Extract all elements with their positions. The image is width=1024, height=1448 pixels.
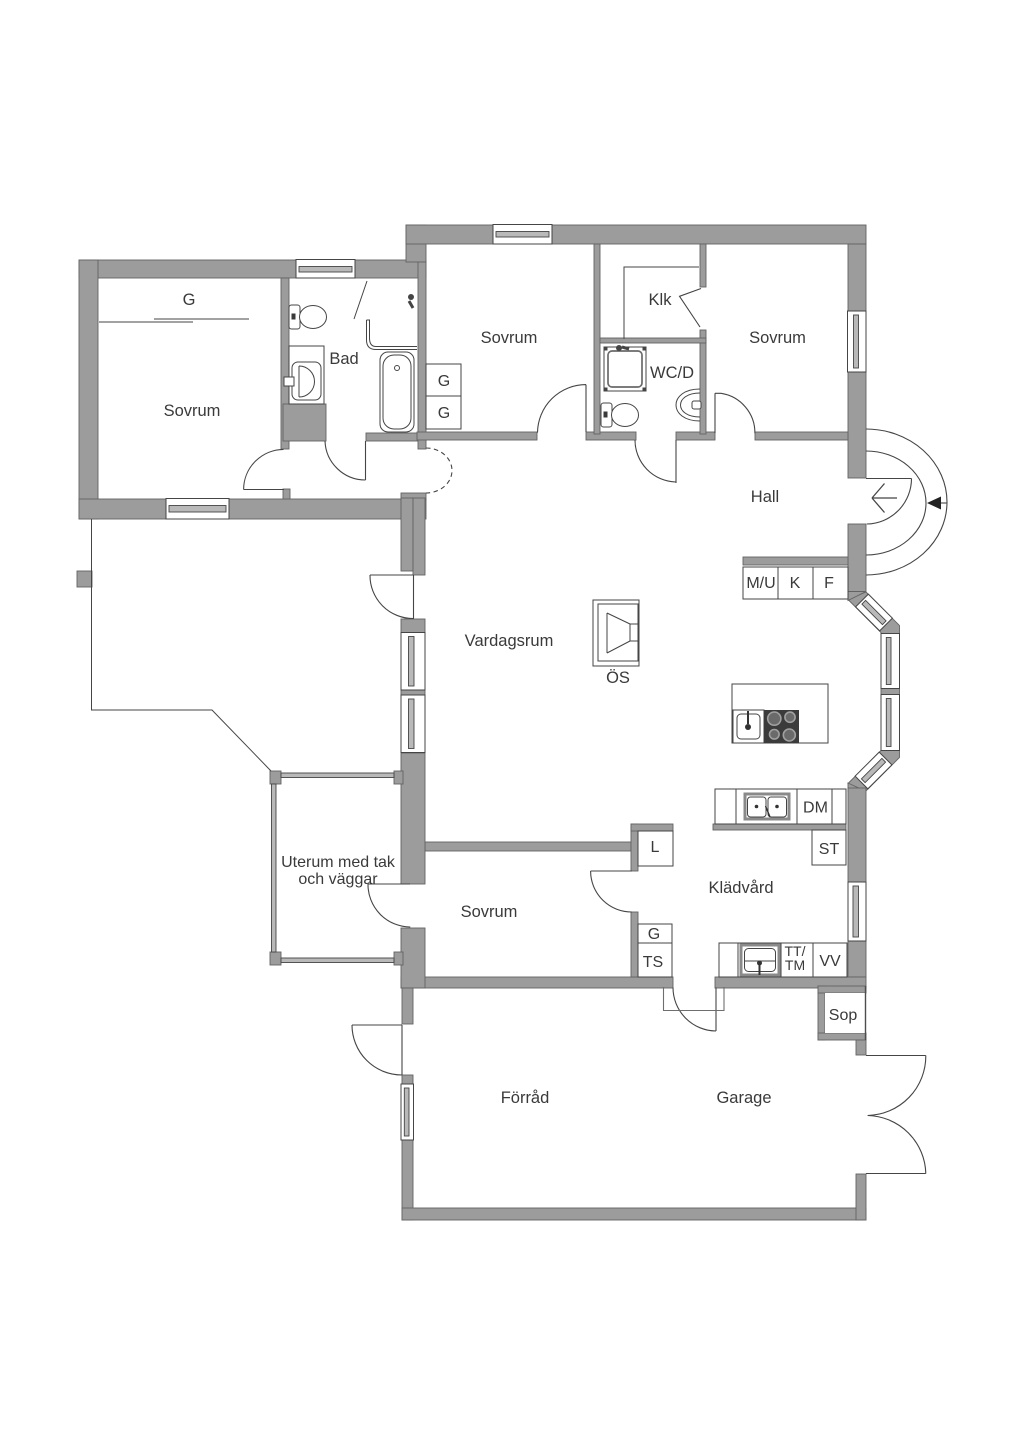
svg-text:Hall: Hall bbox=[751, 488, 779, 506]
svg-text:G: G bbox=[438, 373, 450, 390]
svg-text:M/U: M/U bbox=[746, 575, 775, 592]
svg-text:Vardagsrum: Vardagsrum bbox=[465, 632, 554, 650]
svg-text:Uterum med tak: Uterum med tak bbox=[281, 854, 396, 871]
svg-text:DM: DM bbox=[803, 800, 828, 817]
svg-text:G: G bbox=[438, 405, 450, 422]
svg-text:G: G bbox=[648, 926, 660, 943]
svg-text:Förråd: Förråd bbox=[501, 1089, 550, 1107]
svg-text:Bad: Bad bbox=[329, 350, 358, 368]
svg-text:K: K bbox=[790, 575, 801, 592]
svg-text:Sop: Sop bbox=[829, 1007, 858, 1024]
svg-text:ST: ST bbox=[819, 841, 840, 858]
svg-text:F: F bbox=[824, 575, 834, 592]
svg-text:Sovrum: Sovrum bbox=[164, 402, 221, 420]
svg-text:Garage: Garage bbox=[716, 1089, 771, 1107]
svg-text:Sovrum: Sovrum bbox=[481, 329, 538, 347]
svg-text:VV: VV bbox=[819, 953, 841, 970]
svg-text:G: G bbox=[183, 291, 196, 309]
svg-text:Sovrum: Sovrum bbox=[749, 329, 806, 347]
svg-text:TM: TM bbox=[785, 957, 805, 973]
svg-text:Sovrum: Sovrum bbox=[461, 903, 518, 921]
svg-text:WC/D: WC/D bbox=[650, 364, 694, 382]
svg-text:och väggar: och väggar bbox=[298, 871, 378, 888]
svg-text:TT/: TT/ bbox=[785, 943, 806, 959]
svg-text:TS: TS bbox=[643, 954, 663, 971]
svg-text:Klk: Klk bbox=[649, 291, 673, 309]
svg-text:ÖS: ÖS bbox=[606, 669, 630, 687]
svg-text:Klädvård: Klädvård bbox=[708, 879, 773, 897]
svg-text:L: L bbox=[651, 839, 660, 856]
